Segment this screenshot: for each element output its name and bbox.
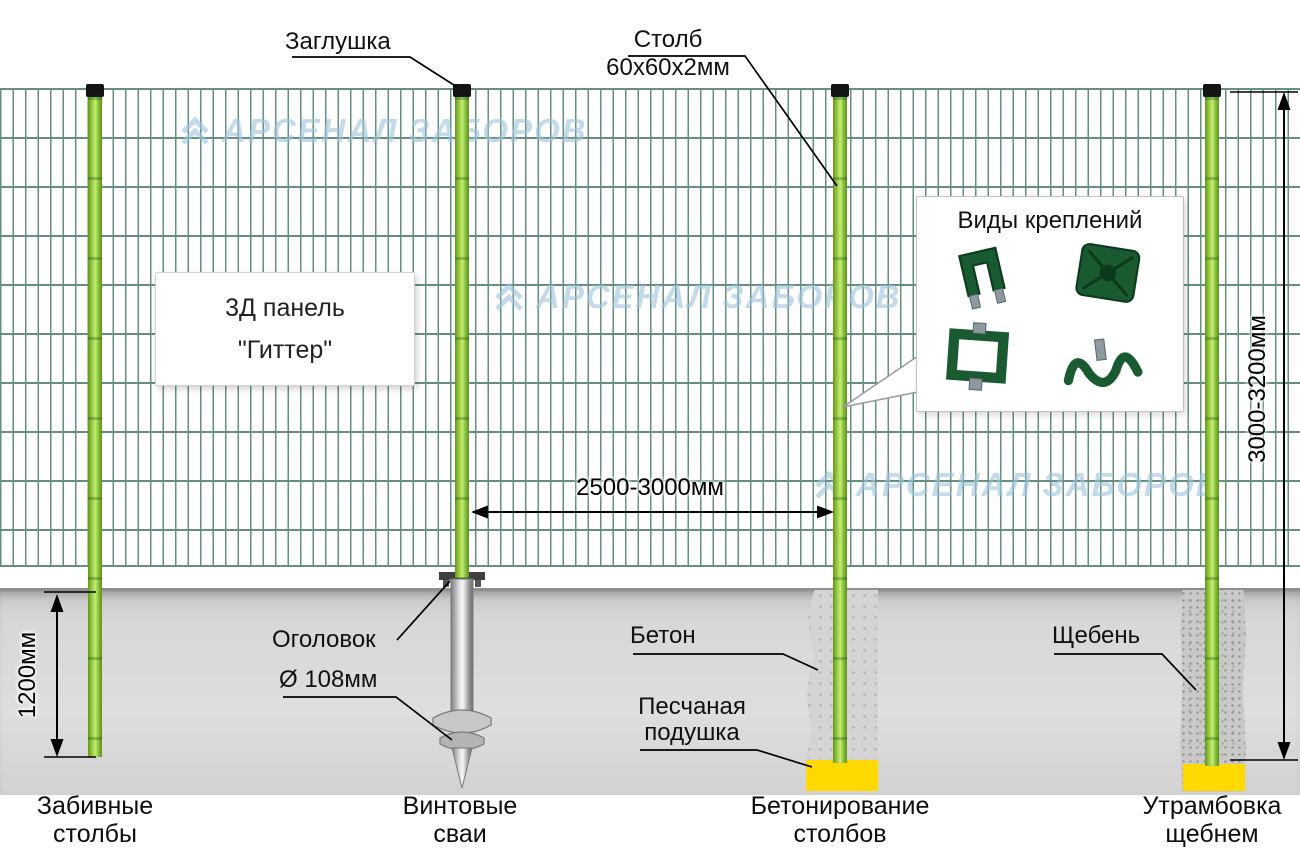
post-gravel [1203,84,1221,766]
method-caption-gravel-tamping: Утрамбовка щебнем [1142,792,1282,848]
dimension-height: 3000-3200мм [1244,315,1271,463]
watermark: АРСЕНАЛ ЗАБОРОВ [812,466,1222,504]
post-screw-pile [453,84,471,578]
watermark: АРСЕНАЛ ЗАБОРОВ [178,112,588,150]
post-driven [86,84,104,757]
label-gravel: Щебень [1052,622,1141,649]
label-post: Столб 60х60х2мм [588,26,748,82]
watermark: АРСЕНАЛ ЗАБОРОВ [492,278,902,316]
fastener-frame-clamp-icon [946,322,1010,391]
pile-tip [451,747,473,789]
watermark-word: ЗАБОРОВ [408,112,588,149]
ground [0,588,1300,795]
post-cap [453,84,471,97]
dimension-span: 2500-3000мм [576,474,724,501]
pile-shaft [450,578,474,732]
post-cap [86,84,104,97]
watermark-word: АРСЕНАЛ [536,278,713,315]
pile-helix-blade [432,709,492,734]
leader-cap [292,56,458,88]
watermark-word: ЗАБОРОВ [1042,466,1222,503]
watermark-word: АРСЕНАЛ [856,466,1033,503]
gravel-base [1183,764,1245,791]
fastener-wave-clamp-icon [1063,338,1143,388]
label-pile-diameter: Ø 108мм [279,666,378,693]
panel-callout: 3Д панель "Гиттер" [155,272,415,386]
label-concrete: Бетон [630,622,696,649]
method-caption-screw-piles: Винтовые сваи [402,792,518,848]
label-post-line1: Столб [633,26,703,53]
method-caption-concreting: Бетонирование столбов [750,792,930,848]
fasteners-callout: Виды креплений [916,196,1184,412]
method-caption-driven-posts: Забивные столбы [36,792,154,848]
post-concreted [831,84,849,763]
fastener-plate-clamp-icon [1075,243,1141,303]
fastener-u-clamp-icon [957,246,1007,310]
label-pile-head: Оголовок [272,626,376,653]
screw-pile [432,572,492,789]
pile-helix-blade [439,731,485,751]
post-cap [1203,84,1221,97]
label-sand-cushion: Песчаная подушка [638,693,746,746]
fasteners-title: Виды креплений [957,207,1143,234]
dimension-depth: 1200мм [14,631,41,719]
sand-cushion [806,760,878,791]
watermark-chevron-icon [495,282,523,311]
label-cap: Заглушка [285,28,391,55]
watermark-word: АРСЕНАЛ [222,112,399,149]
watermark-chevron-icon [181,116,209,145]
label-post-size: 60х60х2мм [606,54,730,81]
post-cap [831,84,849,97]
watermark-word: ЗАБОРОВ [722,278,902,315]
panel-label-line2: "Гиттер" [237,335,333,364]
panel-label-line1: 3Д панель [225,293,345,322]
